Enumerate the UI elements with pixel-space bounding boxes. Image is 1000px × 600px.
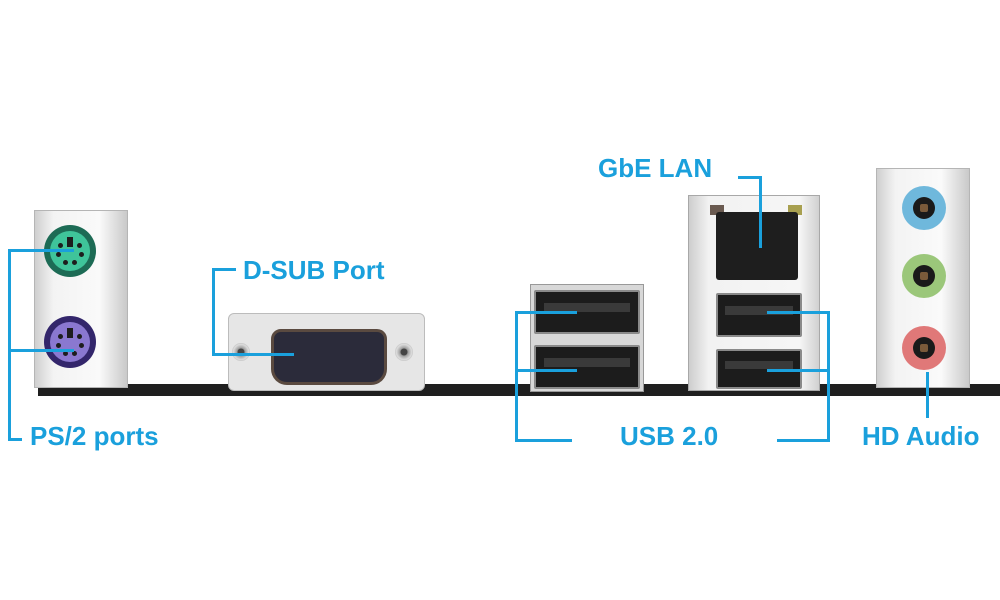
dsub-callout-line	[212, 268, 215, 356]
lan-port[interactable]	[716, 212, 798, 280]
usb-callout-line	[777, 439, 830, 442]
ps2-callout-line	[8, 249, 74, 252]
dsub-screw-icon	[232, 343, 250, 361]
usb-callout-line	[515, 311, 577, 314]
dsub-callout-line	[212, 353, 294, 356]
ps2-callout-line	[8, 349, 74, 352]
ps2-label: PS/2 ports	[30, 421, 159, 451]
usb-label: USB 2.0	[620, 421, 719, 451]
dsub-callout-line	[212, 268, 236, 271]
lan-callout-line	[759, 176, 762, 248]
audio-line-out-jack[interactable]	[902, 254, 946, 298]
usb-callout-line	[767, 311, 830, 314]
usb-callout-line	[767, 369, 830, 372]
ps2-keyboard-port[interactable]	[44, 225, 96, 277]
usb-callout-line	[515, 439, 572, 442]
ps2-mouse-port[interactable]	[44, 316, 96, 368]
dsub-port[interactable]	[271, 329, 387, 385]
audio-label: HD Audio	[862, 421, 980, 451]
usb-port[interactable]	[716, 293, 802, 337]
dsub-screw-icon	[395, 343, 413, 361]
ps2-callout-line	[8, 438, 22, 441]
usb-callout-line	[515, 311, 518, 442]
lan-callout-line	[738, 176, 762, 179]
audio-mic-jack[interactable]	[902, 326, 946, 370]
lan-led-icon	[788, 205, 802, 215]
lan-label: GbE LAN	[598, 153, 713, 183]
usb-callout-line	[827, 311, 830, 442]
pcb-edge	[38, 384, 1000, 396]
lan-led-icon	[710, 205, 724, 215]
ps2-callout-line	[8, 249, 11, 441]
audio-line-in-jack[interactable]	[902, 186, 946, 230]
audio-callout-line	[926, 372, 929, 418]
usb-callout-line	[515, 369, 577, 372]
dsub-label: D-SUB Port	[243, 255, 385, 285]
usb-port[interactable]	[534, 345, 640, 389]
